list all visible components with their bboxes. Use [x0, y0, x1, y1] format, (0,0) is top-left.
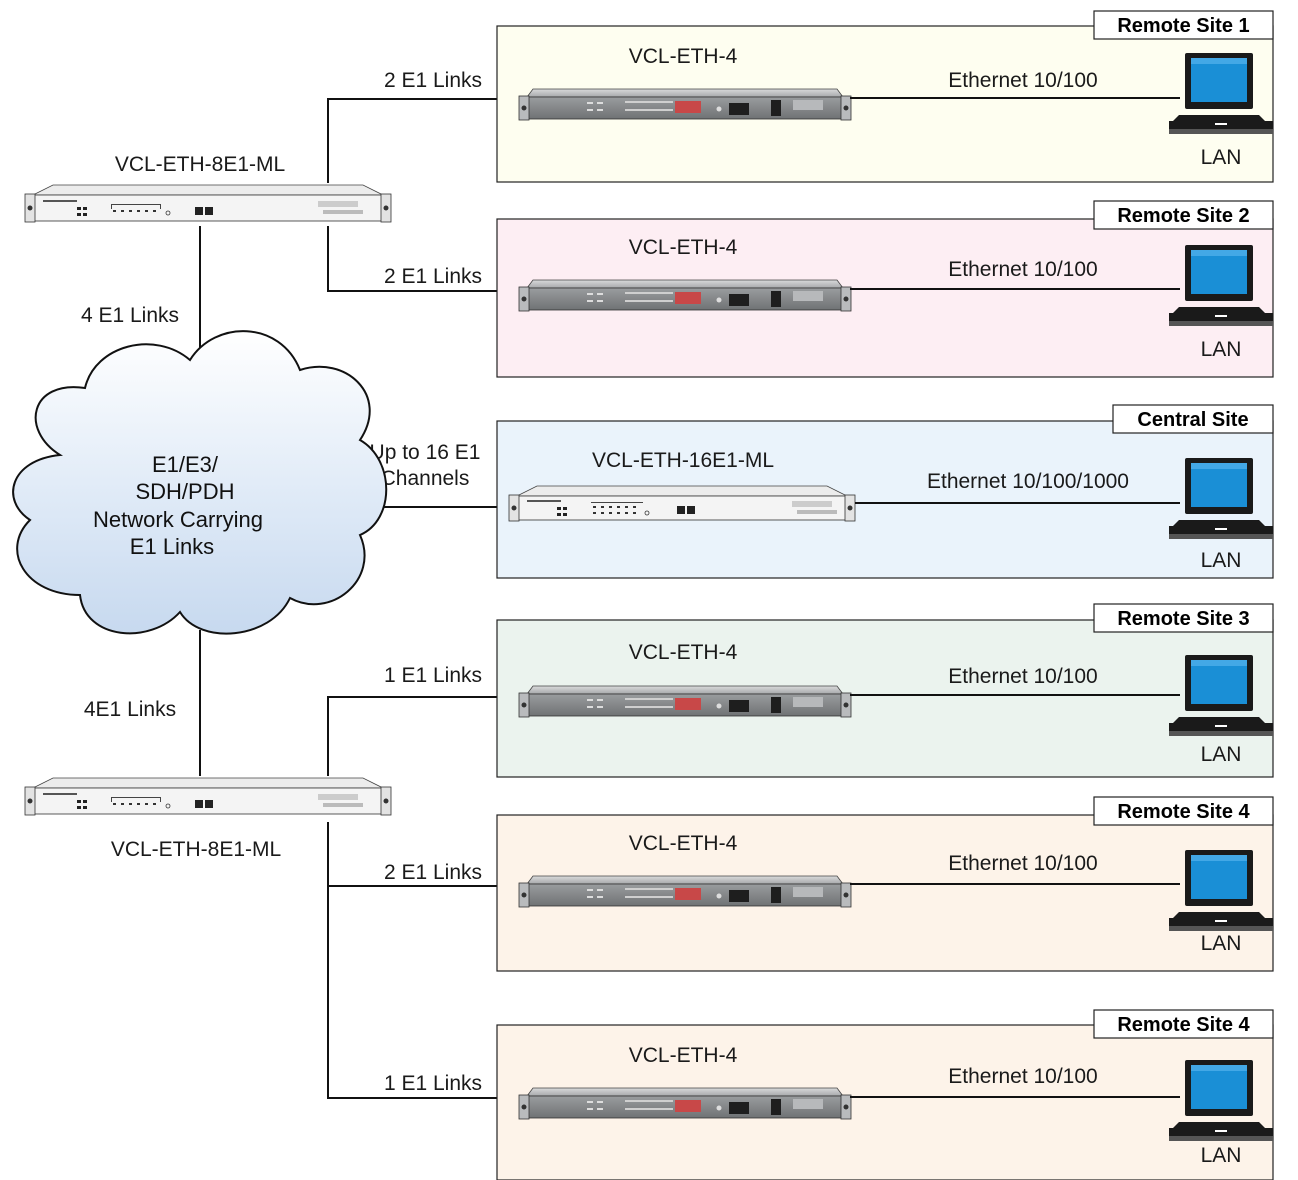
- vcl-eth-8e1-ml-device: [24, 777, 392, 816]
- link-label-site4b: 1 E1 Links: [384, 1072, 482, 1095]
- lan-label: LAN: [1201, 549, 1242, 572]
- cloud-line-1: E1/E3/: [152, 452, 219, 477]
- site-title: Central Site: [1137, 409, 1248, 431]
- ethernet-label: Ethernet 10/100: [948, 69, 1097, 92]
- hub-1: VCL-ETH-8E1-ML 4 E1 Links: [24, 153, 392, 327]
- vcl-eth-4-device: [518, 88, 852, 121]
- cloud-line-4: E1 Links: [130, 534, 214, 559]
- vcl-eth-4-device: [518, 685, 852, 718]
- link-label-site4: 2 E1 Links: [384, 861, 482, 884]
- vcl-eth-16e1-ml-device: [508, 485, 856, 522]
- vcl-eth-4-device: [518, 1087, 852, 1120]
- link-hub2-site3: [327, 696, 522, 776]
- hub-1-label: VCL-ETH-8E1-ML: [115, 153, 285, 176]
- site-box-remote-2: Remote Site 2 VCL-ETH-4 Ethernet 10/100 …: [496, 200, 1274, 378]
- cloud-line-2: SDH/PDH: [135, 479, 234, 504]
- cloud-shape: [12, 330, 388, 635]
- site-box-remote-3: Remote Site 3 VCL-ETH-4 Ethernet 10/100 …: [496, 603, 1274, 778]
- link-hub1-site1: [327, 98, 522, 183]
- ethernet-label: Ethernet 10/100: [948, 258, 1097, 281]
- ethernet-label: Ethernet 10/100/1000: [927, 470, 1129, 493]
- lan-label: LAN: [1201, 932, 1242, 955]
- lan-label: LAN: [1201, 1144, 1242, 1167]
- connection-lines: [199, 98, 522, 1099]
- site-title: Remote Site 3: [1117, 608, 1249, 630]
- ethernet-label: Ethernet 10/100: [948, 665, 1097, 688]
- hub-2-label: VCL-ETH-8E1-ML: [111, 838, 281, 861]
- site-box-central: Central Site VCL-ETH-16E1-ML Ethernet 10…: [496, 404, 1274, 579]
- device-label: VCL-ETH-4: [629, 1044, 738, 1067]
- ethernet-label: Ethernet 10/100: [948, 1065, 1097, 1088]
- device-label: VCL-ETH-4: [629, 236, 738, 259]
- link-label-site1: 2 E1 Links: [384, 69, 482, 92]
- site-title: Remote Site 2: [1117, 205, 1249, 227]
- lan-label: LAN: [1201, 743, 1242, 766]
- site-box-remote-1: Remote Site 1 VCL-ETH-4 Ethernet 10/100 …: [496, 10, 1274, 183]
- link-label-central-2: Channels: [381, 467, 470, 490]
- device-label: VCL-ETH-4: [629, 45, 738, 68]
- site-box-remote-4b: Remote Site 4 VCL-ETH-4 Ethernet 10/100 …: [496, 1009, 1274, 1180]
- hub-1-uplink-label: 4 E1 Links: [81, 304, 179, 327]
- cloud-line-3: Network Carrying: [93, 507, 263, 532]
- link-hub2-site4b: [327, 886, 522, 1099]
- device-label: VCL-ETH-16E1-ML: [592, 449, 774, 472]
- vcl-eth-4-device: [518, 279, 852, 312]
- lan-label: LAN: [1201, 146, 1242, 169]
- lan-label: LAN: [1201, 338, 1242, 361]
- link-label-site3: 1 E1 Links: [384, 664, 482, 687]
- vcl-eth-4-device: [518, 875, 852, 908]
- link-hub1-site2: [327, 226, 522, 292]
- site-box-remote-4: Remote Site 4 VCL-ETH-4 Ethernet 10/100 …: [496, 796, 1274, 972]
- site-title: Remote Site 4: [1117, 1014, 1250, 1036]
- hub-2-uplink-label: 4E1 Links: [84, 698, 176, 721]
- site-title: Remote Site 4: [1117, 801, 1250, 823]
- device-label: VCL-ETH-4: [629, 641, 738, 664]
- hub-2: 4E1 Links VCL-ETH-8E1-ML: [24, 698, 392, 861]
- link-label-site2: 2 E1 Links: [384, 265, 482, 288]
- ethernet-label: Ethernet 10/100: [948, 852, 1097, 875]
- link-label-central-1: Up to 16 E1: [370, 441, 481, 464]
- network-cloud: E1/E3/ SDH/PDH Network Carrying E1 Links: [12, 330, 388, 635]
- vcl-eth-8e1-ml-device: [24, 184, 392, 223]
- site-title: Remote Site 1: [1117, 15, 1249, 37]
- device-label: VCL-ETH-4: [629, 832, 738, 855]
